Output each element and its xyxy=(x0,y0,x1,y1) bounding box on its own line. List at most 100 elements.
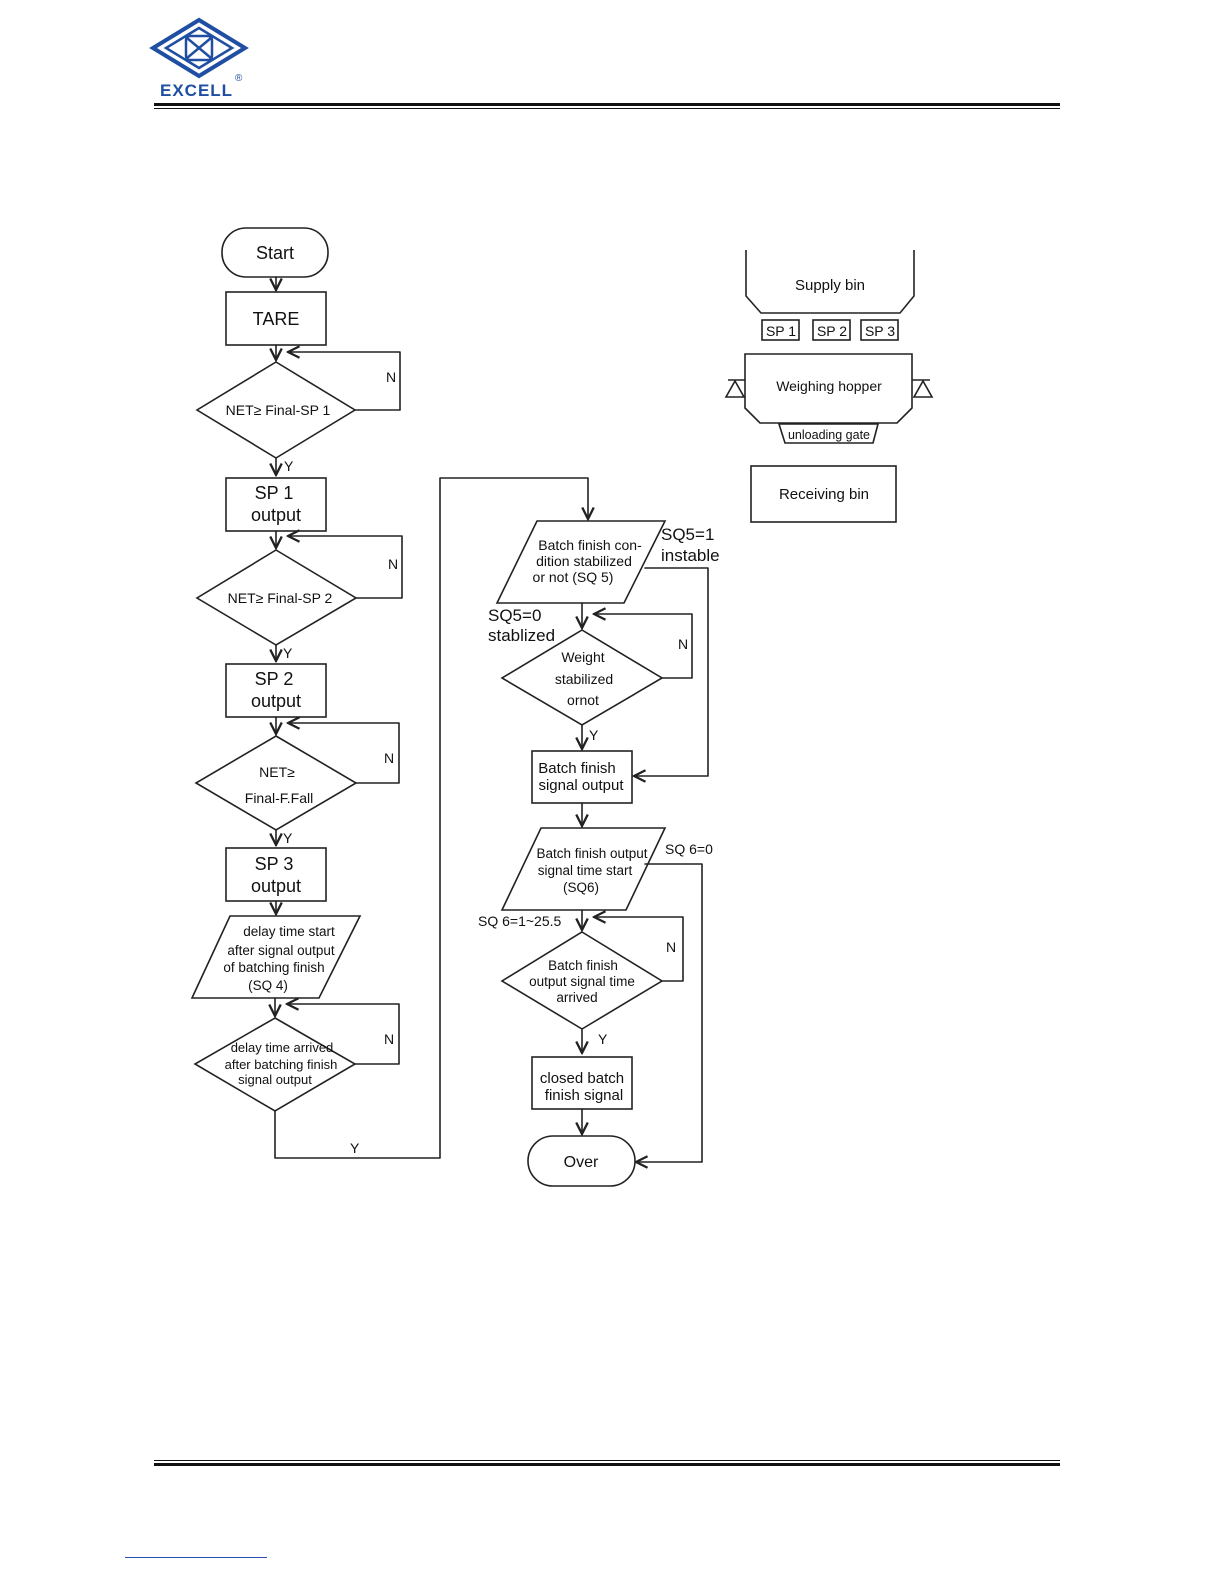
start-terminal xyxy=(221,227,329,278)
supply-bin-label: Supply bin xyxy=(795,277,865,294)
sq4-line3: of batching finish xyxy=(223,960,324,975)
excell-logo: EXCELL ® xyxy=(149,17,249,100)
no-label-6: N xyxy=(666,939,676,955)
no-label-1: N xyxy=(386,369,396,385)
footer-link-line xyxy=(125,1557,267,1558)
receiving-bin-box xyxy=(750,465,897,523)
sq5-line3: or not (SQ 5) xyxy=(533,569,614,585)
equipment-sketch: Supply bin SP 1 SP 2 SP 3 Weighing hoppe… xyxy=(724,250,934,523)
loop-no-sp1 xyxy=(288,352,401,411)
sp1-valve-label: SP 1 xyxy=(766,323,796,339)
no-label-2: N xyxy=(388,556,398,572)
unloading-gate-label: unloading gate xyxy=(788,428,870,442)
yes-label-3: Y xyxy=(283,830,293,846)
sq4-line2: after signal output xyxy=(227,943,335,958)
right-support-icon xyxy=(912,379,934,398)
batch-output-line1: Batch finish xyxy=(538,760,616,777)
d6-line2: output signal time xyxy=(529,974,635,989)
yes-label-4: Y xyxy=(350,1140,360,1156)
loop-no-delay xyxy=(287,1004,400,1065)
decision-final-ffall-line2: Final-F.Fall xyxy=(245,790,313,806)
header-rule-thin xyxy=(154,108,1060,109)
sq4-line4: (SQ 4) xyxy=(248,978,288,993)
branch-sq6-zero xyxy=(636,863,703,1162)
sp2-line2: output xyxy=(251,691,301,711)
logo-text: EXCELL xyxy=(160,81,233,100)
receiving-bin-label: Receiving bin xyxy=(779,486,869,503)
sp3-line1: SP 3 xyxy=(255,854,294,874)
batch-output-line2: signal output xyxy=(538,777,624,794)
tare-label: TARE xyxy=(253,309,300,329)
loop-no-weight xyxy=(594,614,693,679)
sq6-line2: signal time start xyxy=(538,863,633,878)
start-label: Start xyxy=(256,243,294,263)
excell-emblem-icon xyxy=(149,17,249,79)
sq5-instable-line1: SQ5=1 xyxy=(661,525,714,544)
d6-line1: Batch finish xyxy=(548,958,618,973)
yes-label-2: Y xyxy=(283,645,293,661)
sq5-stable-line2: stablized xyxy=(488,626,555,645)
closed-line2: finish signal xyxy=(545,1087,623,1104)
no-label-3: N xyxy=(384,750,394,766)
d5-line1: Weight xyxy=(561,649,604,665)
yes-label-1: Y xyxy=(284,458,294,474)
d5-line2: stabilized xyxy=(555,671,613,687)
sq6-range-label: SQ 6=1~25.5 xyxy=(478,913,562,929)
header-rule-thick xyxy=(154,103,1060,106)
footer-rule-thin xyxy=(154,1460,1060,1461)
d4-line1: delay time arrived xyxy=(231,1040,334,1055)
io-sq5-condition xyxy=(495,520,667,604)
unloading-gate-outline xyxy=(777,423,880,444)
sp1-line2: output xyxy=(251,505,301,525)
sq6-line3: (SQ6) xyxy=(563,880,599,895)
d6-line3: arrived xyxy=(556,990,597,1005)
decision-final-sp1-label: NET≥ Final-SP 1 xyxy=(226,402,331,418)
sq5-instable-line2: instable xyxy=(661,546,720,565)
tare-box xyxy=(225,291,327,346)
d5-line3: ornot xyxy=(567,692,599,708)
d4-line3: signal output xyxy=(238,1072,312,1087)
sp3-valve-box xyxy=(860,319,899,341)
no-label-5: N xyxy=(678,636,688,652)
over-terminal xyxy=(527,1135,636,1187)
sq6-line1: Batch finish output xyxy=(536,846,647,861)
sq4-line1: delay time start xyxy=(243,924,335,939)
over-label: Over xyxy=(564,1154,599,1171)
sp1-output-box xyxy=(225,477,327,532)
sq5-stable-line1: SQ5=0 xyxy=(488,606,541,625)
sp2-output-box xyxy=(225,663,327,718)
connector-to-second-column xyxy=(274,477,588,1159)
footer-rule-thick xyxy=(154,1463,1060,1466)
batch-finish-output-box xyxy=(531,750,633,804)
closed-batch-finish-box xyxy=(531,1056,633,1110)
loop-no-output-time xyxy=(594,917,684,982)
left-support-icon xyxy=(724,379,746,398)
yes-label-6: Y xyxy=(598,1031,608,1047)
decision-final-ffall xyxy=(194,735,358,831)
sp1-valve-box xyxy=(761,319,800,341)
sq5-line2: dition stabilized xyxy=(536,553,632,569)
sp1-line1: SP 1 xyxy=(255,483,294,503)
sq6-zero-label: SQ 6=0 xyxy=(665,841,713,857)
loop-no-sp2 xyxy=(288,536,403,599)
weighing-hopper-label: Weighing hopper xyxy=(776,378,882,394)
sp3-output-box xyxy=(225,847,327,902)
yes-label-5: Y xyxy=(589,727,599,743)
sp2-valve-box xyxy=(812,319,851,341)
closed-line1: closed batch xyxy=(540,1070,624,1087)
d4-line2: after batching finish xyxy=(225,1057,338,1072)
io-sq6-output-time xyxy=(500,827,667,911)
branch-instable xyxy=(634,567,709,776)
decision-final-ffall-line1: NET≥ xyxy=(259,764,295,780)
sp2-valve-label: SP 2 xyxy=(817,323,847,339)
sp3-line2: output xyxy=(251,876,301,896)
sp2-line1: SP 2 xyxy=(255,669,294,689)
sp3-valve-label: SP 3 xyxy=(865,323,895,339)
io-sq4-delay-start xyxy=(190,915,362,999)
logo-registered-mark: ® xyxy=(235,73,243,84)
no-label-4: N xyxy=(384,1031,394,1047)
decision-final-sp2-label: NET≥ Final-SP 2 xyxy=(228,590,333,606)
weighing-hopper-outline xyxy=(744,353,913,424)
sq5-line1: Batch finish con- xyxy=(538,537,642,553)
supply-bin-outline xyxy=(745,250,915,314)
